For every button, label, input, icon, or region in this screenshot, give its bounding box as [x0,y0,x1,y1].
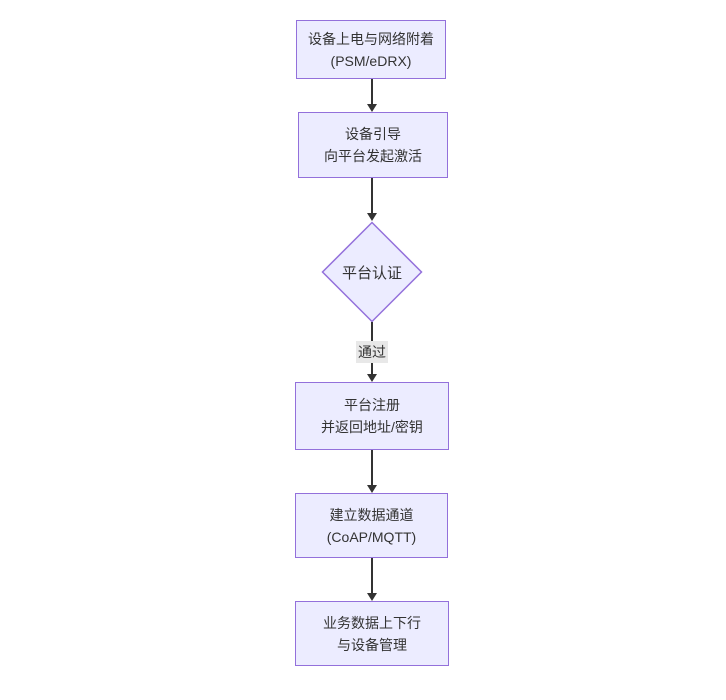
arrowhead-icon [367,213,377,221]
node-business-data-device-mgmt: 业务数据上下行 与设备管理 [295,601,449,666]
arrowhead-icon [367,485,377,493]
node-label-line: (PSM/eDRX) [330,52,412,69]
arrow-line [371,178,373,214]
arrowhead-icon [367,104,377,112]
node-label-line: 建立数据通道 [329,506,414,523]
node-label-line: 业务数据上下行 [323,614,421,631]
arrow-line [371,79,373,105]
arrow-line [371,558,373,594]
node-label-line: 平台注册 [344,397,400,413]
node-label-line: 设备上电与网络附着 [308,30,434,47]
node-label-line: 向平台发起激活 [324,148,422,164]
node-platform-auth-decision: 平台认证 [321,221,423,323]
node-label-line: 并返回地址/密钥 [321,419,423,435]
node-label-line: 与设备管理 [337,636,407,653]
arrowhead-icon [367,593,377,601]
node-label-line: (CoAP/MQTT) [326,528,417,545]
node-device-power-network-attach: 设备上电与网络附着 (PSM/eDRX) [296,20,446,79]
node-platform-register: 平台注册 并返回地址/密钥 [295,382,449,450]
arrow-line [371,450,373,486]
edge-label-pass: 通过 [356,341,388,363]
diamond-shape [321,221,423,323]
node-data-channel: 建立数据通道 (CoAP/MQTT) [295,493,448,558]
node-label-line: 设备引导 [345,126,401,142]
node-device-bootstrap: 设备引导 向平台发起激活 [298,112,448,178]
node-label-line: 平台认证 [341,264,402,282]
arrowhead-icon [367,374,377,382]
